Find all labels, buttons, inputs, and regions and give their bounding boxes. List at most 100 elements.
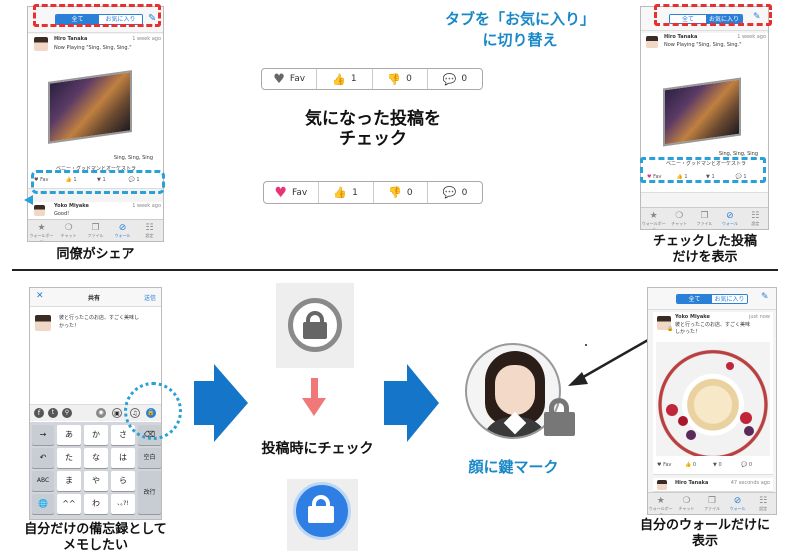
tab-settings[interactable]: ☷設定 <box>743 208 768 229</box>
tab-wall[interactable]: ⊘ウォール <box>109 220 136 241</box>
dislike-button[interactable]: ▼ 1 <box>97 177 106 183</box>
kb-key[interactable]: わ <box>84 494 108 514</box>
avatar <box>657 480 667 490</box>
comment-button[interactable]: 💬0 <box>442 186 468 199</box>
tab-favorites[interactable]: お気に入り <box>712 295 747 303</box>
post-time: just now <box>748 314 770 320</box>
feed-tab-switch[interactable]: 全て お気に入り <box>676 294 748 304</box>
tab-chat[interactable]: ❍チャット <box>55 220 82 241</box>
post-author: Hiro Tanaka <box>54 36 88 42</box>
facebook-icon[interactable]: f <box>34 408 44 418</box>
tab-settings[interactable]: ☷設定 <box>750 493 776 514</box>
twitter-icon[interactable]: t <box>48 408 58 418</box>
tab-file[interactable]: ❐ファイル <box>699 493 725 514</box>
tab-wallboard[interactable]: ★ウォールボード <box>641 211 666 230</box>
dessert-photo[interactable] <box>656 342 770 456</box>
kb-key[interactable]: ↶ <box>32 448 54 468</box>
kb-key[interactable]: 改行 <box>138 471 161 514</box>
like-button[interactable]: 👍1 <box>317 69 373 89</box>
compose-icon[interactable]: ✎ <box>761 292 769 302</box>
action-bar-after: ♥Fav 👍1 👎0 💬0 <box>263 181 483 204</box>
kb-key[interactable]: は <box>111 448 135 468</box>
kb-key[interactable]: た <box>57 448 81 468</box>
tab-file[interactable]: ❐ファイル <box>692 208 717 229</box>
tab-chat[interactable]: ❍チャット <box>674 493 700 514</box>
tab-file[interactable]: ❐ファイル <box>82 220 109 241</box>
favorites-feed-screen: 全て お気に入り ✎ Hiro Tanaka 1 week ago Now Pl… <box>640 6 769 230</box>
lock-off-icon[interactable] <box>288 298 342 352</box>
kb-key[interactable]: さ <box>111 425 135 445</box>
action-bar-before: ♥Fav 👍1 👎0 💬0 <box>261 68 483 90</box>
dislike-button[interactable]: 👎0 <box>374 182 429 203</box>
fav-button[interactable]: ♥ Fav <box>657 462 672 468</box>
camera-icon[interactable]: ◉ <box>96 408 106 418</box>
kb-key[interactable]: な <box>84 448 108 468</box>
post-time: 1 week ago <box>132 36 161 42</box>
album-cover-image[interactable] <box>48 70 132 144</box>
like-button[interactable]: 👍 1 <box>65 177 77 183</box>
kb-key[interactable]: ､｡?! <box>111 494 135 514</box>
kb-key[interactable]: ら <box>111 471 135 491</box>
chat-icon: ❍ <box>675 211 684 221</box>
tab-wall[interactable]: ⊘ウォール <box>717 208 742 229</box>
action-highlight-frame <box>31 170 165 194</box>
thumbs-up-icon: 👍 <box>333 186 348 199</box>
settings-icon: ☷ <box>145 223 154 233</box>
kb-key[interactable]: 空白 <box>138 448 161 468</box>
comment-button[interactable]: 💬 1 <box>735 174 747 180</box>
close-icon[interactable]: ✕ <box>36 291 44 301</box>
post-action-bar: ♥ Fav 👍 1 ▼ 1 💬 1 <box>647 174 765 184</box>
dislike-button[interactable]: ▼ 0 <box>713 462 722 468</box>
kb-key[interactable]: ま <box>57 471 81 491</box>
kb-key[interactable]: → <box>32 425 54 445</box>
file-icon: ❐ <box>91 223 100 233</box>
fav-button[interactable]: ♥ Fav <box>34 177 49 183</box>
comment-button[interactable]: 💬 0 <box>741 462 753 468</box>
tab-all[interactable]: 全て <box>56 15 99 24</box>
link-icon[interactable]: ⚲ <box>62 408 72 418</box>
kb-key[interactable]: ABC <box>32 471 54 491</box>
like-button[interactable]: 👍 1 <box>676 174 688 180</box>
post-text: Now Playing "Sing, Sing, Sing." <box>664 42 742 48</box>
tab-wallboard[interactable]: ★ウォールボード <box>29 223 54 242</box>
tab-favorites[interactable]: お気に入り <box>99 15 142 24</box>
action-highlight-frame <box>640 157 766 183</box>
kb-key[interactable]: あ <box>57 425 81 445</box>
tab-settings[interactable]: ☷設定 <box>136 220 163 241</box>
lock-on-icon[interactable] <box>293 482 351 540</box>
compose-icon[interactable]: ✎ <box>753 12 761 22</box>
kb-key[interactable]: ^^ <box>57 494 81 514</box>
fav-button[interactable]: ♥Fav <box>262 69 318 89</box>
tab-favorites[interactable]: お気に入り <box>706 15 742 23</box>
post-card: Hiro Tanaka 47 seconds ago <box>653 478 773 492</box>
tab-chat[interactable]: ❍チャット <box>666 208 691 229</box>
send-button[interactable]: 送信 <box>143 295 156 302</box>
draft-textarea[interactable]: 彼と行ったこのお店、すごく美味し かった！ <box>59 315 140 329</box>
dislike-button[interactable]: 👎0 <box>373 69 428 89</box>
comment-button[interactable]: 💬0 <box>442 72 468 86</box>
caption-checked-only: チェックした投稿 だけを表示 <box>652 234 757 265</box>
tab-wallboard[interactable]: ★ウォールボード <box>648 496 673 515</box>
post-author: Yoko Miyake <box>54 203 89 209</box>
fav-button[interactable]: ♥Fav <box>264 182 319 203</box>
comment-icon: 💬 <box>442 72 457 86</box>
tab-all[interactable]: 全て <box>670 15 706 23</box>
compose-icon[interactable]: ✎ <box>148 13 157 24</box>
kb-key[interactable]: か <box>84 425 108 445</box>
comment-button[interactable]: 💬 1 <box>128 177 140 183</box>
tab-all[interactable]: 全て <box>677 295 712 303</box>
fav-button[interactable]: ♥ Fav <box>647 174 662 180</box>
avatar <box>646 36 658 48</box>
album-cover-image[interactable] <box>663 77 741 147</box>
bottom-tabbar: ★ウォールボード ❍チャット ❐ファイル ⊘ウォール ☷設定 <box>28 219 163 241</box>
tab-wall[interactable]: ⊘ウォール <box>725 493 751 514</box>
dislike-button[interactable]: ▼ 1 <box>706 174 715 180</box>
heading-switch-tab: タブを「お気に入り」 に切り替え <box>444 10 595 49</box>
kb-key[interactable]: 🌐 <box>32 494 54 514</box>
like-button[interactable]: 👍 0 <box>685 462 697 468</box>
post-action-bar: ♥ Fav 👍 1 ▼ 1 💬 1 <box>34 177 160 187</box>
like-button[interactable]: 👍1 <box>319 182 374 203</box>
album-title: Sing, Sing, Sing <box>718 151 758 157</box>
kb-key[interactable]: や <box>84 471 108 491</box>
image-icon[interactable]: ▣ <box>112 408 122 418</box>
